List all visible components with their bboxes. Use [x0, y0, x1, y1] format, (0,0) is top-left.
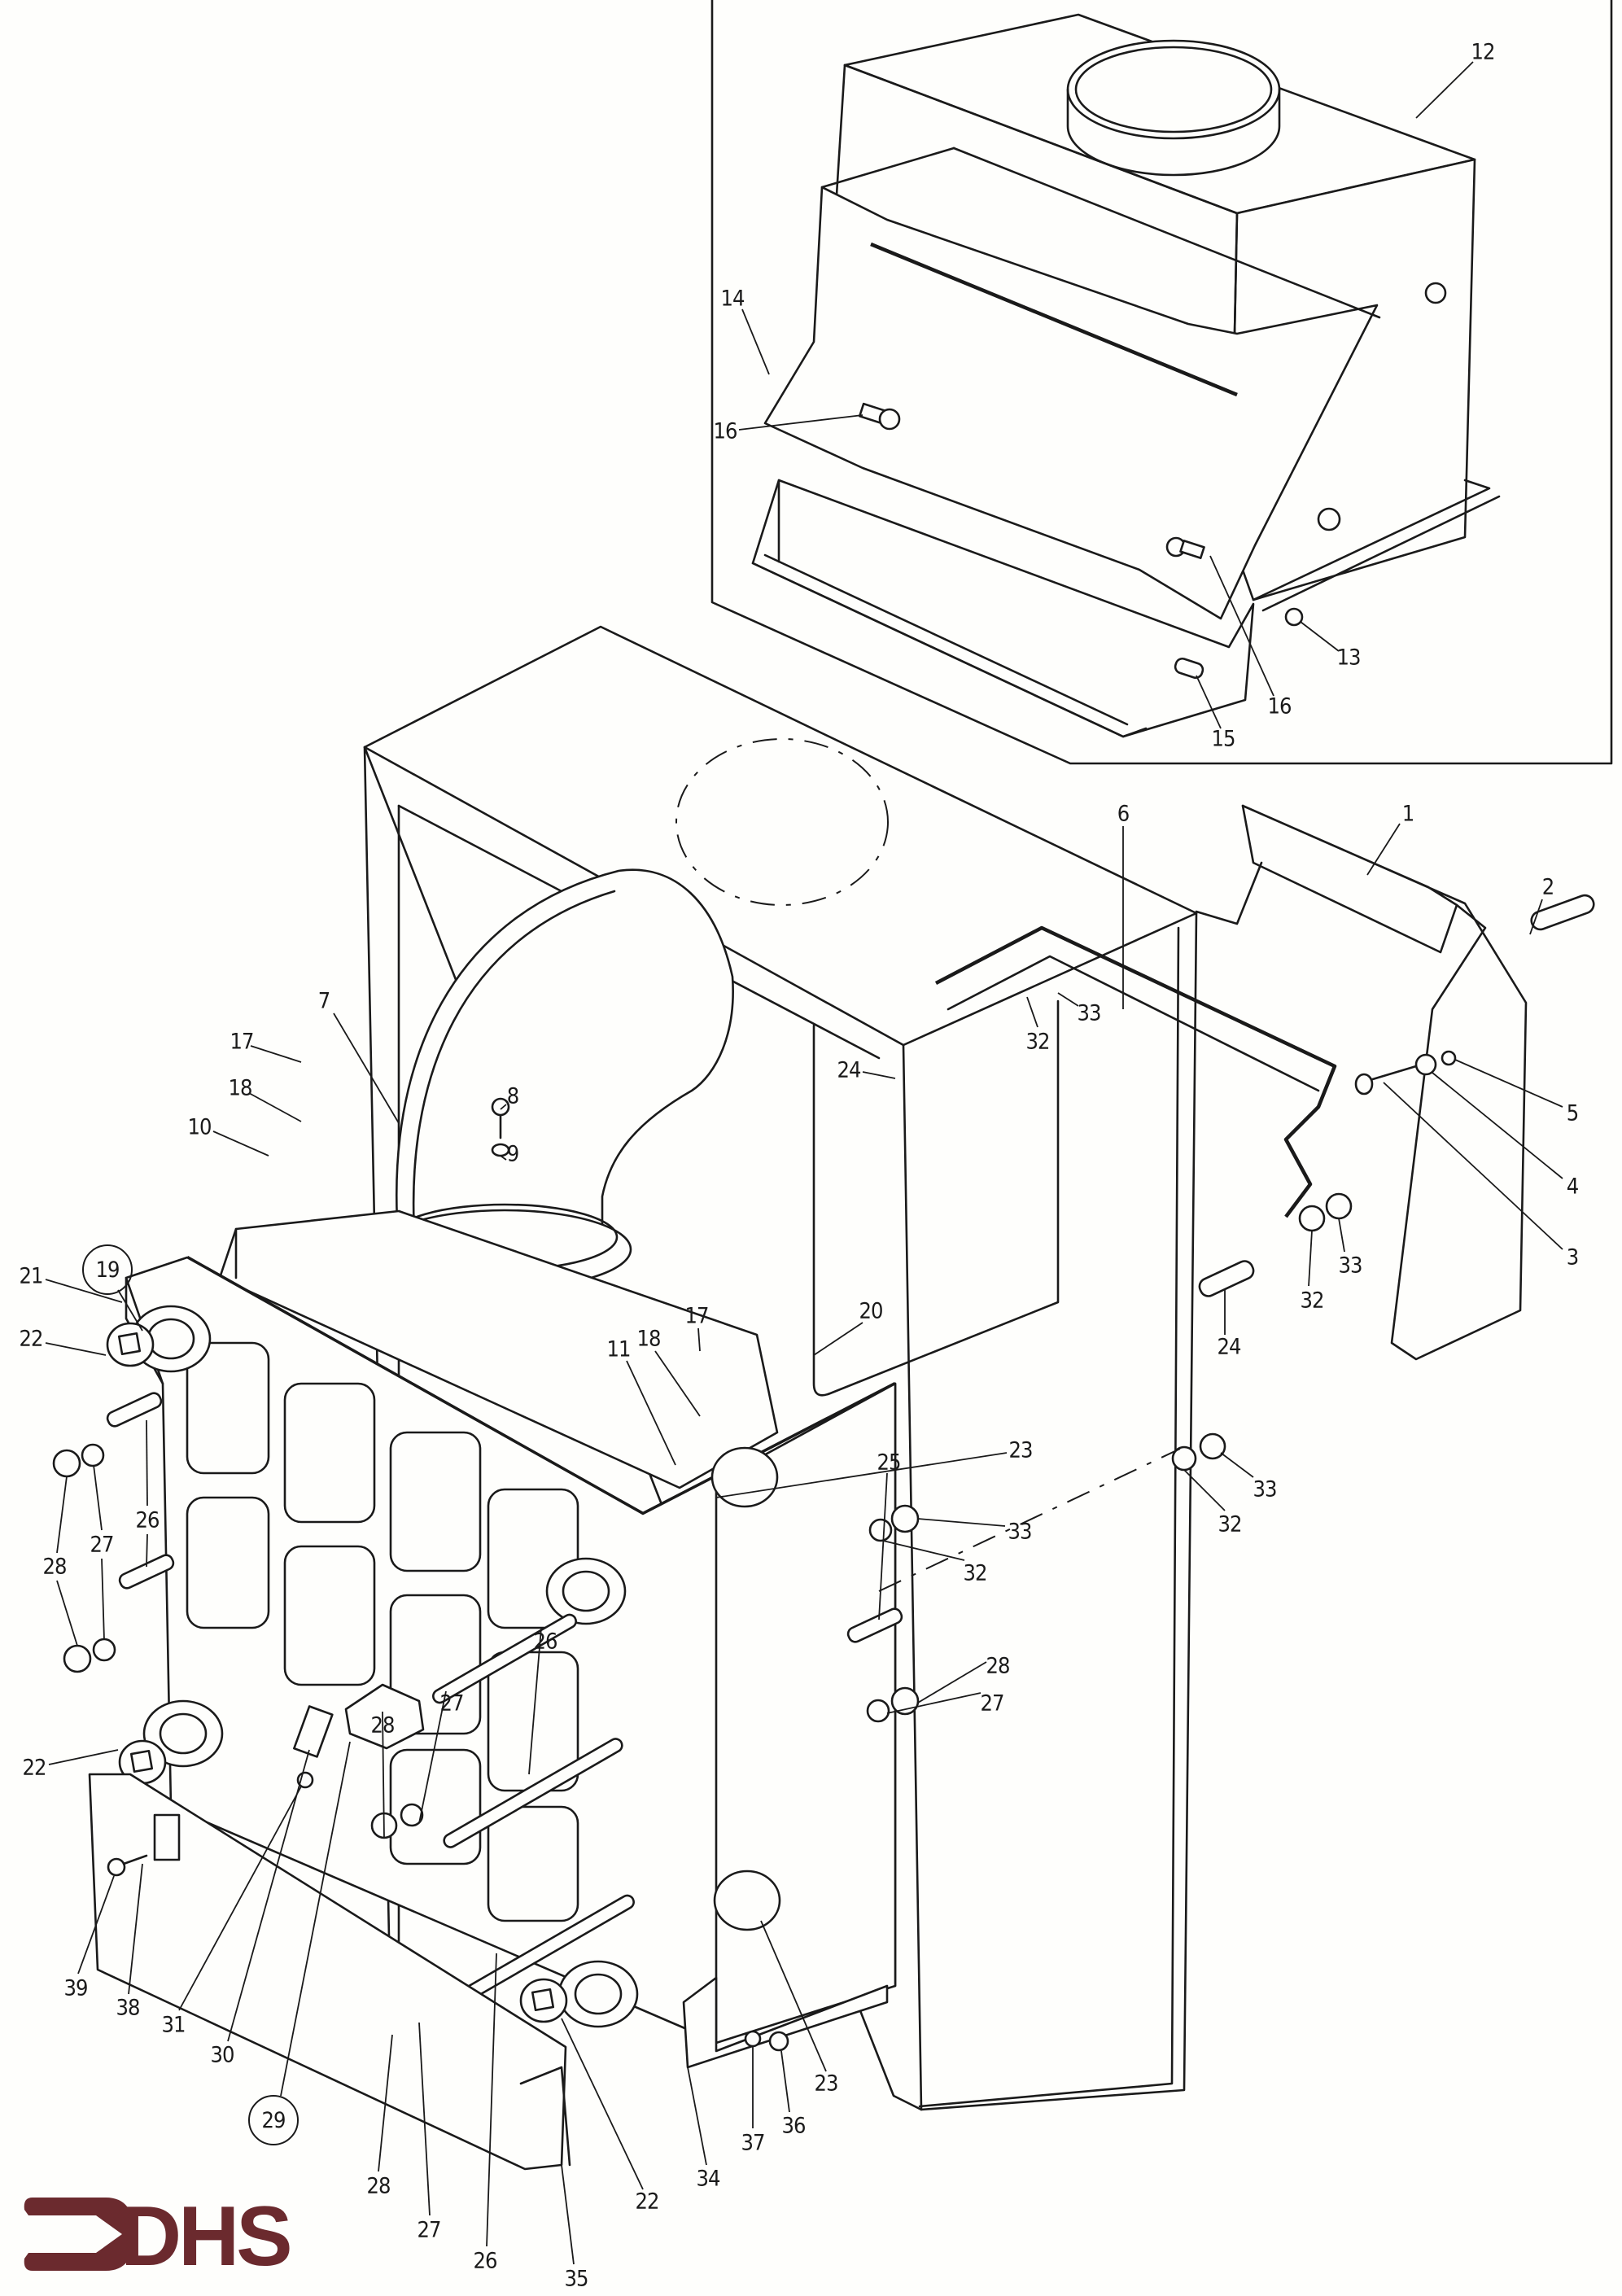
part-callout-23: 23	[1008, 1437, 1034, 1463]
bracket-38	[153, 1813, 181, 1861]
flue-hood-12	[751, 13, 1501, 738]
bracket-6	[934, 925, 1337, 1218]
part-callout-16: 16	[1267, 693, 1292, 719]
screw-39	[107, 1854, 148, 1877]
part-callout-30: 30	[210, 2042, 235, 2068]
part-callout-27: 27	[90, 1532, 115, 1558]
part-callout-21: 21	[19, 1263, 44, 1289]
part-callout-2: 2	[1541, 874, 1554, 900]
part-callout-1: 1	[1401, 801, 1414, 827]
wall-plate-1	[1195, 804, 1528, 1361]
part-callout-17: 17	[684, 1303, 710, 1329]
screw-3	[1354, 1065, 1418, 1096]
part-callout-27: 27	[417, 2217, 442, 2243]
part-callout-32: 32	[1300, 1288, 1325, 1314]
part-callout-33: 33	[1077, 1000, 1102, 1026]
part-callout-8: 8	[506, 1083, 519, 1109]
nuts-33-washers-32	[868, 1432, 1226, 1542]
part-callout-39: 39	[63, 1975, 89, 2001]
part-callout-32: 32	[1025, 1029, 1051, 1055]
washer-32	[1298, 1205, 1326, 1232]
part-callout-20: 20	[859, 1298, 884, 1324]
part-callout-17: 17	[230, 1029, 255, 1055]
screw-16-left	[858, 402, 901, 431]
logo-arrow-icon	[24, 2198, 135, 2271]
part-callout-14: 14	[720, 286, 745, 312]
part-callout-33: 33	[1338, 1253, 1363, 1279]
brand-logo-text: DHS	[120, 2189, 293, 2284]
part-callout-9: 9	[506, 1141, 519, 1167]
part-callout-33: 33	[1253, 1476, 1278, 1502]
part-callout-29: 29	[248, 2095, 299, 2145]
part-callout-26: 26	[135, 1507, 160, 1533]
part-callout-7: 7	[317, 988, 330, 1014]
plug-4	[1414, 1053, 1437, 1076]
part-callout-35: 35	[564, 2266, 589, 2292]
washer-5	[1441, 1050, 1457, 1066]
pin-2	[1530, 894, 1595, 931]
part-callout-10: 10	[187, 1114, 212, 1140]
part-callout-36: 36	[781, 2113, 807, 2139]
heat-exchanger	[125, 1209, 897, 2045]
part-callout-12: 12	[1471, 39, 1496, 65]
part-callout-15: 15	[1211, 726, 1236, 752]
part-callout-5: 5	[1566, 1100, 1579, 1126]
part-callout-26: 26	[533, 1629, 558, 1655]
part-callout-24: 24	[1217, 1334, 1242, 1360]
part-callout-28: 28	[366, 2173, 391, 2199]
part-callout-32: 32	[963, 1560, 988, 1586]
nut-33	[1325, 1192, 1353, 1220]
screw-16-right	[1165, 536, 1205, 559]
part-callout-3: 3	[1566, 1244, 1579, 1270]
alignment-line	[878, 1448, 1181, 1592]
stud-24	[1198, 1260, 1255, 1297]
clip-30	[293, 1705, 334, 1758]
part-callout-13: 13	[1336, 645, 1362, 671]
part-callout-37: 37	[741, 2130, 766, 2156]
part-callout-24: 24	[837, 1057, 862, 1083]
part-callout-28: 28	[42, 1554, 68, 1580]
part-callout-6: 6	[1117, 801, 1130, 827]
part-callout-26: 26	[473, 2248, 498, 2274]
part-callout-38: 38	[116, 1995, 141, 2021]
part-callout-28: 28	[986, 1653, 1011, 1679]
part-callout-32: 32	[1218, 1511, 1243, 1537]
washer-37	[744, 2030, 762, 2048]
part-callout-27: 27	[980, 1690, 1005, 1717]
part-callout-28: 28	[370, 1712, 396, 1738]
part-callout-33: 33	[1008, 1519, 1033, 1545]
part-callout-4: 4	[1566, 1174, 1579, 1200]
part-callout-18: 18	[636, 1326, 662, 1352]
part-callout-22: 22	[635, 2189, 660, 2215]
part-callout-11: 11	[606, 1336, 632, 1362]
part-callout-19: 19	[82, 1244, 133, 1295]
part-callout-34: 34	[696, 2166, 721, 2192]
part-callout-25: 25	[877, 1450, 902, 1476]
part-callout-27: 27	[439, 1690, 465, 1717]
part-callout-22: 22	[22, 1755, 47, 1781]
inset-frame	[710, 0, 1613, 765]
leader-lines	[45, 61, 1563, 2265]
screw-36	[768, 2031, 789, 2052]
part-callout-31: 31	[161, 2012, 186, 2038]
screw-8	[491, 1097, 510, 1157]
part-callout-23: 23	[814, 2071, 839, 2097]
part-callout-16: 16	[713, 418, 738, 444]
plug-22	[106, 1322, 568, 2023]
part-callout-18: 18	[228, 1075, 253, 1101]
part-callout-22: 22	[19, 1326, 44, 1352]
